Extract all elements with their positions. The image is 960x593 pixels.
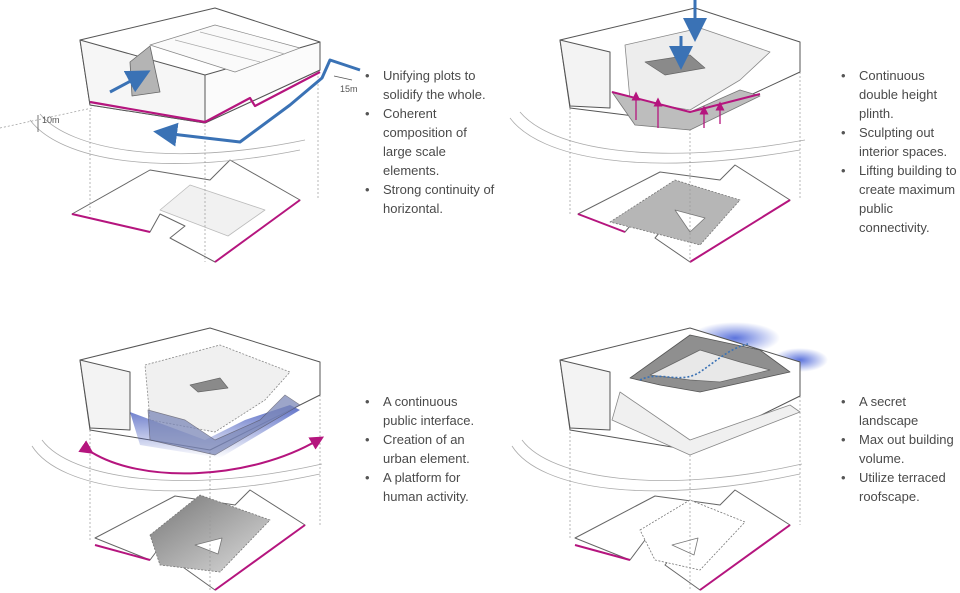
caption-item: Coherent composition of large scale elem…: [365, 104, 495, 180]
caption-item: Unifying plots to solidify the whole.: [365, 66, 495, 104]
panel-2-caption-list: Continuous double height plinth. Sculpti…: [841, 66, 959, 237]
caption-item: Strong continuity of horizontal.: [365, 180, 495, 218]
caption-item: A continuous public interface.: [365, 392, 495, 430]
dimension-10m: 10m: [42, 115, 60, 125]
caption-item: Sculpting out interior spaces.: [841, 123, 959, 161]
caption-item: Utilize terraced roofscape.: [841, 468, 959, 506]
caption-item: Lifting building to create maximum publi…: [841, 161, 959, 237]
panel-3-caption-list: A continuous public interface. Creation …: [365, 392, 495, 506]
panel-1-diagram: [0, 7, 361, 263]
caption-item: A platform for human activity.: [365, 468, 495, 506]
site-plan-1: [71, 159, 301, 263]
site-plan-4: [574, 489, 791, 591]
panel-3-diagram: [31, 327, 325, 591]
site-plan-2: [577, 164, 791, 263]
site-plan-3: [94, 489, 306, 591]
panel-1-caption-list: Unifying plots to solidify the whole. Co…: [365, 66, 495, 218]
panel-4-diagram: [511, 322, 828, 591]
panel-2-diagram: [509, 0, 806, 263]
caption-item: Max out building volume.: [841, 430, 959, 468]
caption-item: Continuous double height plinth.: [841, 66, 959, 123]
dimension-15m: 15m: [340, 84, 358, 94]
caption-item: A secret landscape: [841, 392, 959, 430]
panel-4-caption-list: A secret landscape Max out building volu…: [841, 392, 959, 506]
caption-item: Creation of an urban element.: [365, 430, 495, 468]
